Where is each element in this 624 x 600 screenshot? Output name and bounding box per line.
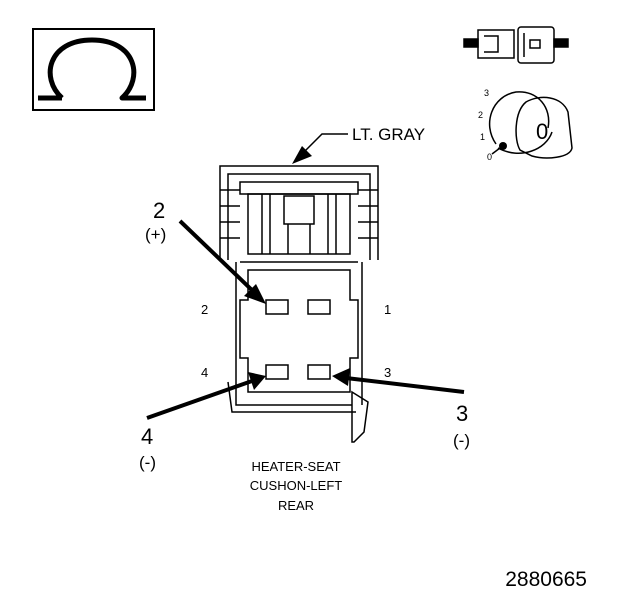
ohmmeter-symbol [32,28,155,111]
key-label: 0 [536,119,548,144]
ohm-icon [38,37,146,101]
probe-arrow-pin-4 [146,372,266,420]
connector-name-line-3: REAR [278,498,314,513]
pin-2-number: 2 [153,198,165,223]
pin-2-polarity: (+) [145,225,166,244]
connector-name-line-2: CUSHON-LEFT [250,478,343,493]
key-position-label: 0 [487,152,492,162]
connector-color-label: LT. GRAY [352,125,425,144]
cavity-number-2: 2 [201,302,208,317]
key-position-label: 1 [480,132,485,142]
key-position-label: 2 [478,110,483,120]
figure-id: 2880665 [505,568,587,591]
pin-3-polarity: (-) [453,431,470,450]
pin-3-number: 3 [456,401,468,426]
pin-4-number: 4 [141,424,153,449]
cavity-number-1: 1 [384,302,391,317]
connector-name-line-1: HEATER-SEAT [251,459,340,474]
probe-arrow-pin-3 [332,368,465,394]
connector-body [219,165,379,443]
pin-4-polarity: (-) [139,453,156,472]
key-position-label: 3 [484,88,489,98]
cavity-number-3: 3 [384,365,391,380]
connector-illustration-icon [463,26,569,64]
color-callout: LT. GRAY [292,125,425,164]
cavity-number-4: 4 [201,365,208,380]
ignition-key-icon: 3 2 1 0 0 [478,88,573,162]
probe-arrow-pin-2 [178,219,266,304]
